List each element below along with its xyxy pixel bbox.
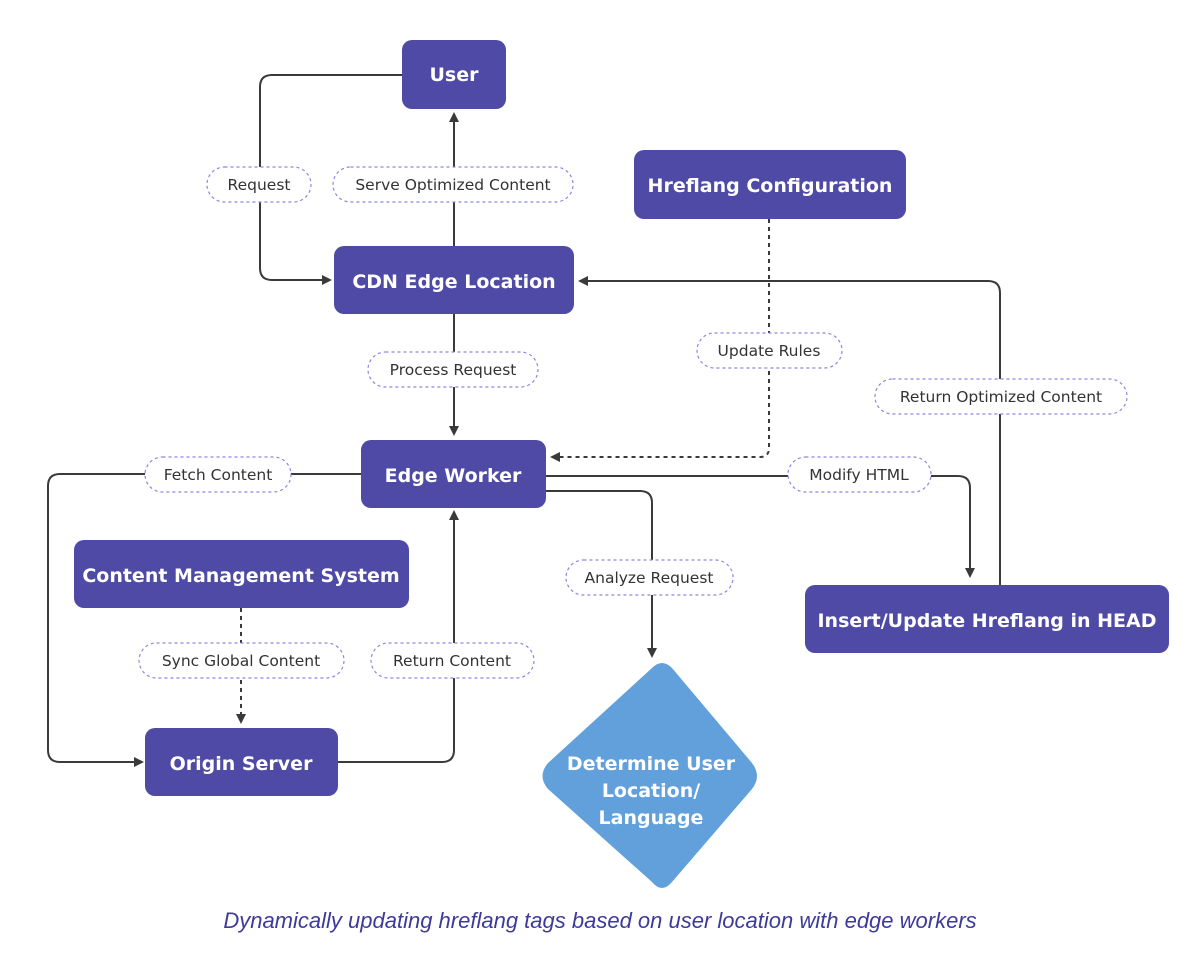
edge-label-sync-global-content: Sync Global Content <box>138 642 345 679</box>
svg-text:Sync Global Content: Sync Global Content <box>162 652 320 670</box>
node-edge-worker-label: Edge Worker <box>385 465 522 487</box>
node-determine-user-location: Determine User Location/ Language <box>542 663 757 888</box>
node-user: User <box>402 40 506 109</box>
node-determine-line-2: Location/ <box>602 780 700 802</box>
node-cdn-edge-location-label: CDN Edge Location <box>352 271 555 293</box>
svg-text:Return Content: Return Content <box>393 652 511 670</box>
edge-insert-to-cdn <box>578 276 1001 585</box>
edge-hreflang-to-worker <box>550 219 770 462</box>
svg-text:Process Request: Process Request <box>390 361 517 379</box>
node-determine-line-3: Language <box>599 807 704 829</box>
svg-text:Update Rules: Update Rules <box>718 342 821 360</box>
edge-label-fetch-content: Fetch Content <box>144 456 292 493</box>
edge-label-return-content: Return Content <box>370 642 535 679</box>
svg-text:Fetch Content: Fetch Content <box>164 466 273 484</box>
svg-text:Return Optimized Content: Return Optimized Content <box>900 388 1102 406</box>
edge-label-analyze-request: Analyze Request <box>565 559 734 596</box>
node-origin-server-label: Origin Server <box>170 753 314 775</box>
node-cdn-edge-location: CDN Edge Location <box>334 246 574 314</box>
node-insert-update-hreflang: Insert/Update Hreflang in HEAD <box>805 585 1169 653</box>
edge-label-update-rules: Update Rules <box>696 332 843 369</box>
node-content-management-system: Content Management System <box>74 540 409 608</box>
node-origin-server: Origin Server <box>145 728 338 796</box>
edge-label-return-optimized-content: Return Optimized Content <box>874 378 1128 415</box>
edge-worker-to-determine <box>545 490 657 658</box>
node-determine-line-1: Determine User <box>567 753 736 775</box>
node-hreflang-configuration: Hreflang Configuration <box>634 150 906 219</box>
node-edge-worker: Edge Worker <box>361 440 546 508</box>
figure-caption: Dynamically updating hreflang tags based… <box>223 908 977 933</box>
edge-label-request: Request <box>206 166 312 203</box>
node-user-label: User <box>430 64 480 86</box>
edge-label-modify-html: Modify HTML <box>787 456 932 493</box>
edge-label-serve-optimized-content: Serve Optimized Content <box>332 166 574 203</box>
node-content-management-system-label: Content Management System <box>82 565 399 587</box>
svg-text:Serve Optimized Content: Serve Optimized Content <box>355 176 550 194</box>
edge-label-process-request: Process Request <box>367 351 539 388</box>
node-hreflang-configuration-label: Hreflang Configuration <box>648 175 893 197</box>
svg-text:Analyze Request: Analyze Request <box>585 569 714 587</box>
edge-origin-to-worker <box>338 510 459 763</box>
edge-worker-to-origin <box>47 473 362 767</box>
node-insert-update-hreflang-label: Insert/Update Hreflang in HEAD <box>817 610 1156 632</box>
edge-worker-to-insert <box>545 475 975 578</box>
svg-text:Modify HTML: Modify HTML <box>809 466 909 484</box>
svg-text:Request: Request <box>228 176 291 194</box>
